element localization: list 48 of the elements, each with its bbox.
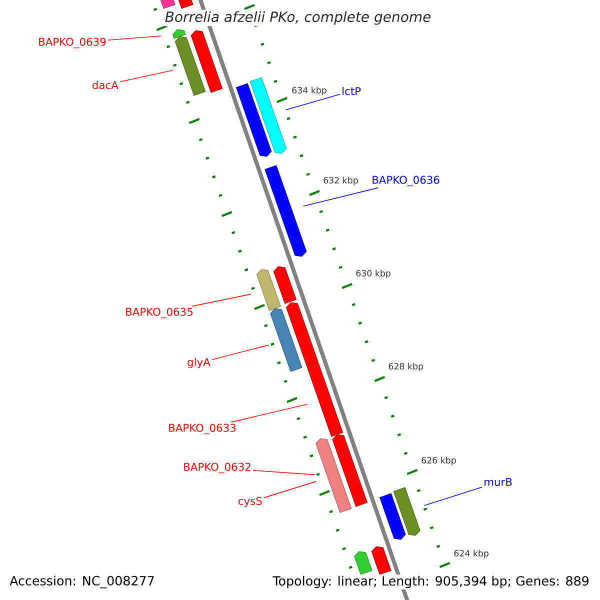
- gene-bar: [177, 0, 194, 9]
- gene-label: BAPKO_0636: [372, 176, 440, 186]
- gene-bar: [172, 29, 186, 39]
- gene-bar: [174, 36, 206, 96]
- tick-label: 632 kbp: [324, 176, 358, 186]
- gene-bar: [270, 308, 302, 372]
- tick-label: 626 kbp: [422, 456, 456, 466]
- gene-label: dacA: [92, 80, 118, 90]
- leader-line: [108, 36, 162, 41]
- gene-bar: [354, 551, 372, 575]
- gene-bar: [264, 165, 307, 257]
- gene-label: BAPKO_0632: [184, 462, 250, 474]
- tick-label: 624 kbp: [454, 550, 488, 558]
- gene-label: BAPKO_0635: [126, 308, 192, 318]
- gene-label: BAPKO_0639: [39, 38, 106, 48]
- gene-label: murB: [484, 478, 512, 486]
- gene-bar: [332, 434, 368, 507]
- gene-bar: [273, 266, 297, 304]
- leader-line: [285, 94, 340, 110]
- gene-bar: [256, 269, 281, 311]
- gene-bar: [250, 77, 287, 154]
- tick-label: 630 kbp: [356, 270, 390, 278]
- gene-bar: [306, 362, 344, 437]
- tick-label: 628 kbp: [388, 362, 424, 372]
- gene-bar: [393, 487, 420, 536]
- leader-line: [303, 187, 378, 207]
- gene-bar: [371, 546, 392, 575]
- gene-bar: [379, 493, 406, 540]
- gene-bar: [190, 30, 223, 93]
- genome-info-text: Topology: linear; Length: 905,394 bp; Genes: 889: [271, 574, 591, 590]
- gene-label: cysS: [238, 496, 262, 508]
- gene-label: lctP: [342, 86, 361, 96]
- leader-line: [230, 404, 308, 423]
- gene-label: glyA: [188, 358, 210, 368]
- leader-line: [120, 70, 173, 82]
- title: Borrelia afzelii PKo, complete genome: [164, 10, 432, 26]
- leader-line: [192, 294, 252, 307]
- gene-bar: [159, 0, 176, 9]
- leader-line: [424, 486, 482, 506]
- leader-line: [212, 344, 269, 360]
- gene-label: BAPKO_0633: [169, 424, 236, 434]
- gene-bar: [286, 302, 319, 367]
- leader-line: [264, 481, 317, 498]
- tick-label: 634 kbp: [292, 86, 326, 96]
- gene-bar: [316, 438, 352, 513]
- accession-text: Accession: NC_008277: [10, 576, 154, 588]
- gene-bar: [236, 83, 272, 157]
- leader-line: [252, 470, 316, 476]
